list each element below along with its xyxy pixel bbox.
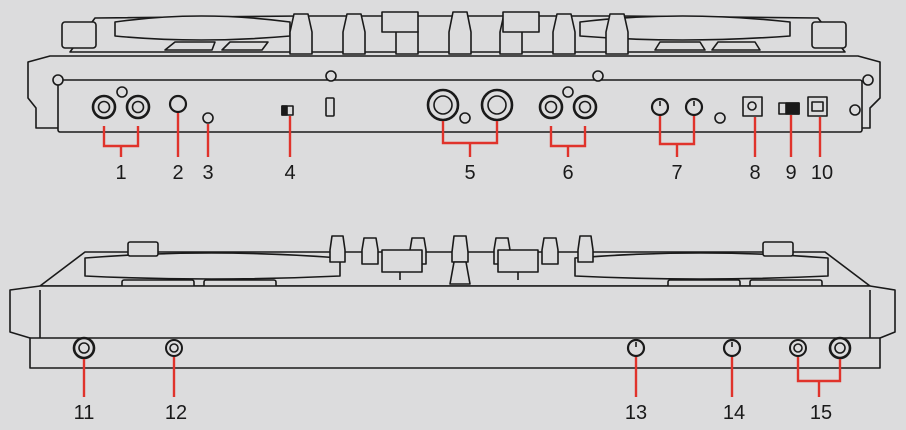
- callout-label-15: 15: [810, 402, 832, 424]
- quarter-inch-jacks: [426, 88, 514, 122]
- callout-label-2: 2: [172, 162, 183, 184]
- gain-knob-icon: [650, 97, 670, 117]
- mic-jack-inner: [793, 343, 803, 353]
- quarter-inch-jack-icon: [433, 95, 453, 115]
- callout-lines: [82, 113, 842, 397]
- callout-bracket-6: [549, 126, 587, 157]
- front-corner-block-right: [762, 241, 794, 257]
- mic-quarter-jack-inner: [834, 342, 846, 354]
- rca-jack-icon: [97, 100, 111, 114]
- callout-label-14: 14: [723, 402, 745, 424]
- switch-slider: [281, 105, 288, 116]
- rca-input-jacks: [538, 94, 598, 120]
- rear-knob: [289, 13, 313, 55]
- callout-label-10: 10: [811, 162, 833, 184]
- screw-icon: [862, 74, 874, 86]
- rear-knob: [605, 13, 629, 55]
- rear-corner-block-right: [811, 21, 847, 49]
- rca-jack-icon: [544, 100, 558, 114]
- callout-bracket-1: [102, 126, 140, 157]
- front-knob: [329, 235, 346, 263]
- front-knob: [577, 235, 594, 263]
- callout-label-8: 8: [749, 162, 760, 184]
- rear-knob-row: [289, 11, 629, 55]
- callout-label-6: 6: [562, 162, 573, 184]
- front-crossfader-cap: [449, 261, 471, 285]
- front-body-shell: [9, 285, 896, 369]
- screw-icon: [325, 70, 337, 82]
- rear-knob: [552, 13, 576, 55]
- rear-crossfader-block: [381, 11, 419, 33]
- rca-jack-icon: [131, 100, 145, 114]
- screw-icon: [714, 112, 726, 124]
- usb-port-inner: [811, 101, 824, 112]
- rca-jack-icon: [578, 100, 592, 114]
- callout-label-12: 12: [165, 402, 187, 424]
- screw-icon: [849, 104, 861, 116]
- rear-crossfader-block: [502, 11, 540, 33]
- front-fader-block: [497, 249, 539, 273]
- rear-screws: [52, 70, 874, 124]
- rear-jog-wheel-right: [579, 15, 791, 41]
- front-knob-row: [329, 235, 594, 285]
- front-knob: [361, 237, 379, 265]
- callout-label-1: 1: [115, 162, 126, 184]
- front-jog-wheel-right: [574, 252, 829, 280]
- quarter-inch-jack-icon: [487, 95, 507, 115]
- front-jog-wheel-left: [84, 252, 341, 280]
- callout-label-5: 5: [464, 162, 475, 184]
- rear-knob: [342, 13, 366, 55]
- callout-label-11: 11: [74, 402, 95, 424]
- screw-icon: [202, 112, 214, 124]
- rear-pad: [164, 41, 216, 51]
- screw-icon: [52, 74, 64, 86]
- screw-icon: [592, 70, 604, 82]
- slot-icon: [325, 97, 335, 117]
- front-fader-block: [381, 249, 423, 273]
- front-panel-view: [9, 235, 896, 369]
- power-jack-pin: [747, 101, 757, 111]
- rear-knob: [448, 11, 472, 55]
- callout-bracket-7: [658, 116, 696, 157]
- power-switch-slider: [785, 102, 800, 115]
- rear-pad-row: [164, 41, 761, 51]
- rear-panel-view: [27, 11, 881, 133]
- rear-jog-wheel-left: [114, 15, 291, 41]
- rear-pad: [654, 41, 706, 51]
- volume-knob-icon: [722, 338, 742, 358]
- callout-bracket-15: [796, 357, 842, 397]
- callout-label-7: 7: [671, 162, 682, 184]
- rear-pad: [221, 41, 269, 51]
- knob-jack-icon: [168, 94, 188, 114]
- callout-label-13: 13: [625, 402, 647, 424]
- front-knob: [451, 235, 469, 263]
- screw-icon: [562, 86, 574, 98]
- volume-knob-icon: [626, 338, 646, 358]
- screw-icon: [459, 112, 471, 124]
- rear-corner-block-left: [61, 21, 97, 49]
- rear-pad: [711, 41, 761, 51]
- gain-knob-icon: [684, 97, 704, 117]
- front-knob: [541, 237, 559, 265]
- callout-label-3: 3: [202, 162, 213, 184]
- callout-label-9: 9: [785, 162, 796, 184]
- callout-label-4: 4: [284, 162, 295, 184]
- callout-bracket-5: [441, 121, 499, 157]
- callout-labels: 1 2 3 4 5 6 7 8 9 10 11 12 13 14 15: [74, 162, 834, 424]
- mini-jack-inner: [169, 343, 179, 353]
- front-corner-block-left: [127, 241, 159, 257]
- rca-output-jacks: [91, 94, 151, 120]
- headphone-jack-inner: [78, 342, 90, 354]
- screw-icon: [116, 86, 128, 98]
